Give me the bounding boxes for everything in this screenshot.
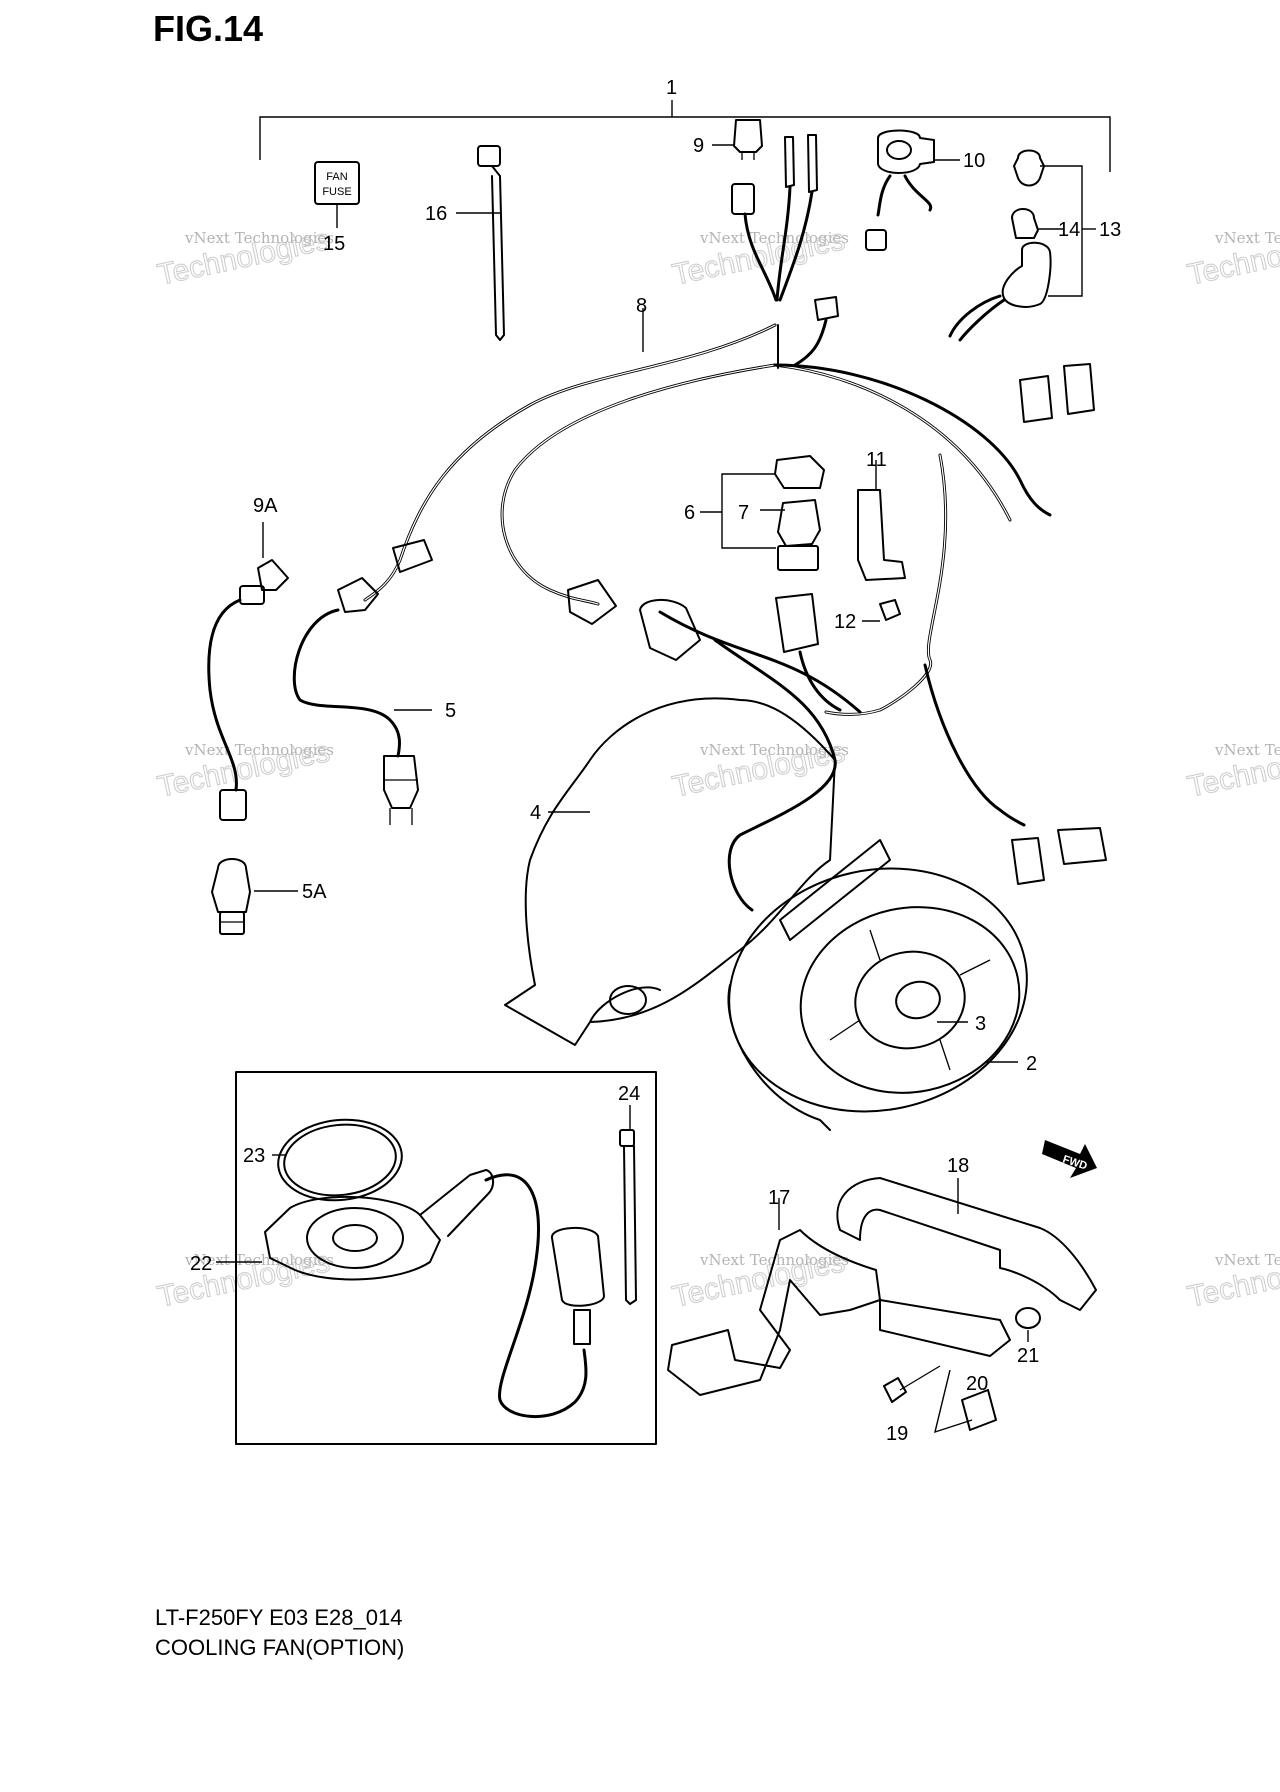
callout-18: 18	[947, 1155, 969, 1177]
forward-direction-badge: FWD	[1042, 1140, 1097, 1178]
caption-figure-name: COOLING FAN(OPTION)	[155, 1635, 405, 1660]
connector-6[interactable]	[700, 455, 825, 571]
callout-9a: 9A	[253, 495, 278, 517]
fuse-label-line2: FUSE	[322, 186, 351, 198]
callout-24: 24	[618, 1083, 640, 1105]
thermo-switch-5a[interactable]	[211, 858, 298, 935]
sensor-housing-22[interactable]	[216, 1169, 605, 1418]
sensor-kit-box	[235, 1071, 657, 1445]
callout-23: 23	[243, 1145, 265, 1167]
thermo-switch-5[interactable]	[292, 577, 432, 825]
callout-11: 11	[866, 449, 887, 471]
callout-20: 20	[966, 1373, 988, 1395]
watermark-text: vNext Technologies	[699, 229, 849, 247]
watermark-text: vNext Technologies	[184, 229, 334, 247]
callout-14: 14	[1058, 219, 1080, 241]
fan-fuse[interactable]: FAN FUSE	[314, 161, 360, 228]
watermark-group: vNext Technologies Technologies vNext Te…	[154, 223, 1280, 1315]
figure-title: FIG.14	[153, 8, 264, 49]
callout-10: 10	[963, 150, 985, 172]
harness-branch-connectors	[731, 134, 839, 367]
callout-3: 3	[975, 1013, 986, 1035]
connector-9a[interactable]	[207, 522, 289, 821]
coupler[interactable]	[775, 593, 842, 712]
callout-15: 15	[323, 233, 345, 255]
thermo-switch-13[interactable]	[948, 149, 1096, 342]
bracket-11[interactable]	[857, 460, 906, 581]
callout-4: 4	[530, 802, 541, 824]
watermark-text: vNext Technologies	[184, 741, 334, 759]
callout-labels: 1 2 3 4 5 5A 6 7 8 9 9A 10 11 12 13 14 1…	[190, 77, 1121, 1445]
callout-17: 17	[768, 1187, 790, 1209]
fan-shroud-4[interactable]	[504, 697, 836, 1046]
watermark-text: vNext Technologies	[1214, 1251, 1280, 1269]
watermark-text: vNext Technologies	[1214, 741, 1280, 759]
watermark-text: vNext Technologies	[699, 741, 849, 759]
callout-22: 22	[190, 1253, 212, 1275]
bolt-12[interactable]	[862, 599, 901, 622]
bolt-19[interactable]	[883, 1365, 941, 1403]
wiring-harness-8[interactable]	[363, 308, 1052, 912]
callout-9: 9	[693, 135, 704, 157]
watermark-text: vNext Technologies	[1214, 229, 1280, 247]
nut-21[interactable]	[1015, 1307, 1041, 1342]
callout-12: 12	[834, 611, 856, 633]
fan-blade-3[interactable]	[829, 929, 991, 1071]
fuse-label-line1: FAN	[326, 171, 347, 183]
relay-9[interactable]	[712, 119, 763, 160]
callout-2: 2	[1026, 1053, 1037, 1075]
callout-16: 16	[425, 203, 447, 225]
callout-5: 5	[445, 700, 456, 722]
cable-tie-24[interactable]	[619, 1105, 637, 1305]
harness-connectors	[392, 363, 1107, 885]
assembly-bracket	[259, 100, 1111, 172]
watermark-text: vNext Technologies	[184, 1251, 334, 1269]
callout-8: 8	[636, 295, 647, 317]
cable-tie[interactable]	[456, 145, 505, 341]
support-bar-18[interactable]	[836, 1177, 1097, 1357]
collar-20[interactable]	[934, 1369, 997, 1434]
bracket-17[interactable]	[667, 1198, 881, 1396]
callout-19: 19	[886, 1423, 908, 1445]
callout-13: 13	[1099, 219, 1121, 241]
clamp-10[interactable]	[865, 129, 960, 251]
callout-5a: 5A	[302, 881, 327, 903]
callout-7: 7	[738, 502, 749, 524]
fan-motor-2[interactable]	[706, 839, 1049, 1139]
callout-1: 1	[666, 77, 677, 99]
callout-21: 21	[1017, 1345, 1039, 1367]
gasket-23[interactable]	[272, 1114, 406, 1207]
callout-6: 6	[684, 502, 695, 524]
caption-model-code: LT-F250FY E03 E28_014	[155, 1605, 403, 1630]
